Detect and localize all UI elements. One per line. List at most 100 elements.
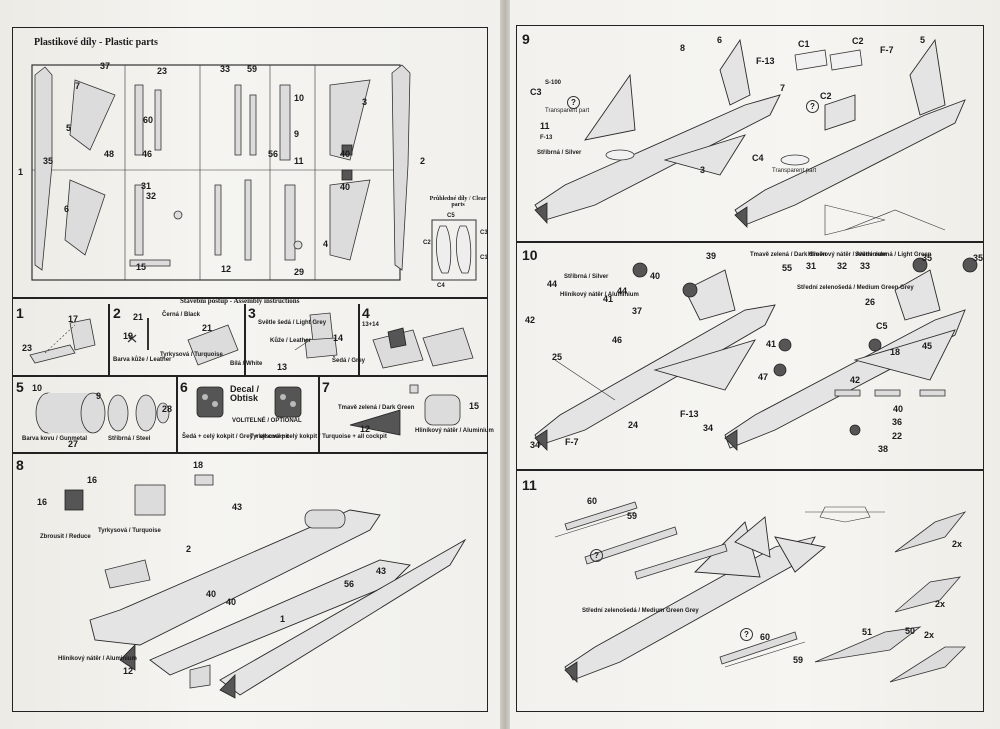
step-9-part: C3 (530, 87, 542, 97)
right-row-divider-2 (516, 469, 983, 471)
step-6-note: Tyrkysová + celý kokpit / Turquoise + al… (250, 434, 387, 440)
sprue-num: 48 (104, 149, 115, 159)
step-10-part: C5 (876, 321, 888, 331)
step-2-part: 21 (133, 312, 144, 322)
step-10-part: 41 (766, 339, 777, 349)
step-8-note: Zbrousit / Reduce (40, 534, 91, 540)
step-9-part: S-100 (545, 80, 562, 86)
step-9-part: 6 (717, 35, 723, 45)
step-10-part: 37 (632, 306, 643, 316)
plastic-parts-title: Plastikové díly - Plastic parts (34, 37, 158, 48)
step-5-note: Barva kovu / Gunmetal (22, 436, 88, 442)
step-2-note: Bílá / White (230, 361, 263, 367)
question-mark-icon: ? (590, 549, 603, 562)
step-10-part: 35 (973, 253, 984, 263)
step-5-part: 27 (68, 439, 79, 449)
sprue-frame-drawing (31, 64, 411, 281)
step-8-note: Hliníkový nátěr / Aluminium (58, 656, 137, 662)
step-8-part: 16 (37, 497, 48, 507)
step-8-part: 40 (206, 589, 217, 599)
step-5-part: 9 (96, 391, 102, 401)
step-6-drawing (196, 386, 302, 418)
step-10-part: 24 (628, 420, 639, 430)
step-10-part: 36 (892, 417, 903, 427)
question-mark-icon: ? (740, 628, 753, 641)
sprue-num: 7 (75, 81, 81, 91)
step-9-part: F-13 (756, 56, 775, 66)
step-10-part: 40 (893, 404, 904, 414)
sprue-num: 31 (141, 181, 152, 191)
step-7-note: Hliníkový nátěr / Aluminium (415, 428, 494, 434)
step-10-part: 33 (860, 261, 871, 271)
step-10-part: 46 (612, 335, 623, 345)
step-11-part: 60 (587, 496, 598, 506)
step-10-part: 31 (806, 261, 817, 271)
step-4-part: 13+14 (362, 322, 379, 328)
step-3-number: 3 (248, 305, 256, 321)
step-10-note: Tmavě zelená / Dark Green (750, 252, 827, 258)
step-1-drawing (29, 318, 96, 364)
step-10-part: 40 (650, 271, 661, 281)
step-5-part: 10 (32, 383, 43, 393)
step-7-note: Tmavě zelená / Dark Green (338, 405, 415, 411)
step-9-part: F-7 (880, 45, 894, 55)
step-5-number: 5 (16, 379, 24, 395)
step-10-part: 32 (837, 261, 848, 271)
sprue-num: 46 (142, 149, 153, 159)
step-11-note: Střední zelenošedá / Medium Green Grey (582, 608, 699, 614)
step-10-part: 22 (892, 431, 903, 441)
col-divider (318, 376, 320, 452)
sprue-num: 11 (294, 156, 304, 166)
step-2-number: 2 (113, 305, 121, 321)
step-10-part: 44 (617, 286, 628, 296)
step-2-note: Černá / Black (162, 312, 201, 318)
step-2-drawing (127, 318, 239, 366)
sprue-num: 37 (100, 61, 111, 71)
step-10-part: 18 (890, 347, 901, 357)
step-8-part: 12 (123, 666, 134, 676)
step-11-number: 11 (522, 477, 537, 493)
step-9-number: 9 (522, 31, 530, 47)
step-9-part: 3 (700, 165, 706, 175)
step-8-note: Tyrkysová / Turquoise (98, 528, 161, 534)
step-10-part: 25 (552, 352, 563, 362)
col-divider (244, 304, 246, 375)
step-1-part: 17 (68, 314, 79, 324)
sprue-num: 5 (66, 123, 72, 133)
step-9-part: 7 (780, 83, 786, 93)
sprue-num: 15 (136, 262, 147, 272)
sprue-num: 4 (323, 239, 329, 249)
step-5-note: Stříbrná / Steel (108, 436, 151, 442)
step-10-part: F-7 (565, 437, 579, 447)
clear-parts-label: Průhledné díly / Clear parts (429, 196, 487, 208)
step-10-part: F-13 (680, 409, 699, 419)
sprue-num: 59 (247, 64, 258, 74)
step-11-part: 2x (924, 630, 935, 640)
step-6-note: Šedá + celý kokpit / Grey + all cockpit (182, 434, 290, 440)
step-10-note: Světle zelená / Light Green (855, 252, 932, 258)
step-7-part: 12 (360, 424, 371, 434)
step-5-drawing (35, 392, 170, 434)
sprue-num: 3 (362, 97, 368, 107)
sprue-num: 2 (420, 156, 426, 166)
step-1-part: 23 (22, 343, 33, 353)
step-3-part: 14 (333, 333, 344, 343)
step-10-part: 42 (525, 315, 536, 325)
step-8-part: 1 (280, 614, 286, 624)
question-mark-icon: ? (567, 96, 580, 109)
step-11-part: 2x (952, 539, 963, 549)
step-10-note: Hliníkový nátěr / Aluminium (808, 252, 887, 258)
clear-part-num: C2 (423, 240, 431, 246)
clear-part-num: C5 (447, 213, 455, 219)
clear-parts-sprue (431, 219, 477, 281)
step-7-number: 7 (322, 379, 330, 395)
step-10-note: Střední zelenošedá / Medium Green Grey (797, 285, 914, 291)
step-11-part: 59 (627, 511, 638, 521)
sprue-num: 56 (268, 149, 279, 159)
right-row-divider-1 (516, 241, 983, 243)
step-9-part: F-13 (540, 135, 553, 141)
step-9-drawing (534, 38, 966, 236)
step-2-note: Tyrkysová / Turquoise (160, 352, 223, 358)
sprue-num: 9 (294, 129, 300, 139)
step-8-part: 56 (344, 579, 355, 589)
